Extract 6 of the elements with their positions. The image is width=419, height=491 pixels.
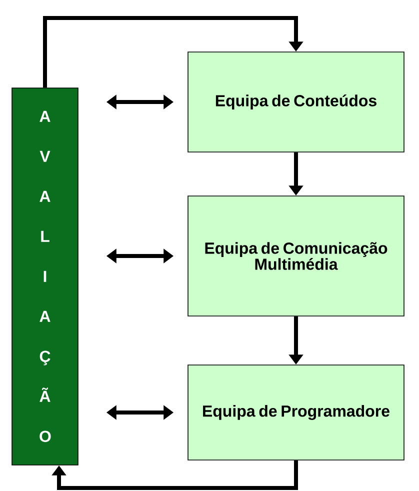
arrow — [52, 460, 298, 490]
team-box: Equipa de Conteúdos — [188, 52, 404, 152]
evaluation-bar: A V A L I A Ç Ã O — [12, 88, 78, 466]
team-box: Equipa de Programadore — [188, 364, 404, 460]
team-box: Equipa de Comunicação Multimédia — [188, 196, 404, 316]
arrow — [43, 16, 304, 88]
